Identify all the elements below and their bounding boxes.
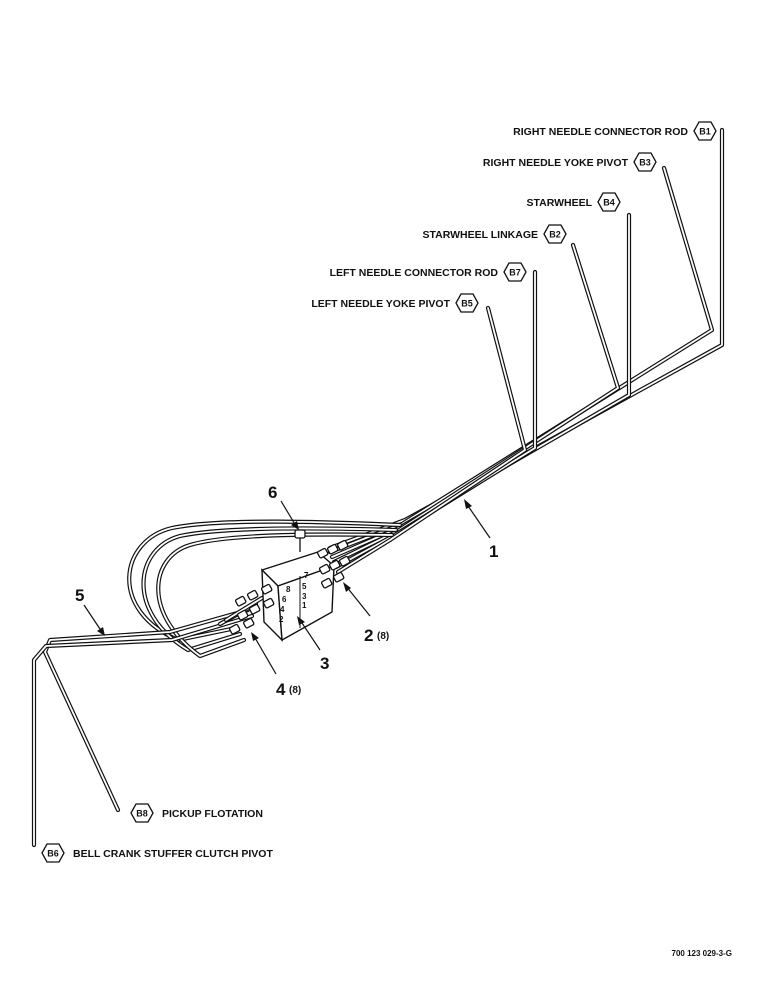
lube-point-b7: LEFT NEEDLE CONNECTOR ROD B7: [330, 262, 527, 282]
hex-badge: [693, 121, 717, 141]
lower-left-tubes: [31, 595, 265, 848]
lube-label-b5: LEFT NEEDLE YOKE PIVOT: [311, 298, 450, 310]
block-port-left-3: 2: [279, 615, 284, 624]
hex-badge: [543, 224, 567, 244]
lube-point-b1: RIGHT NEEDLE CONNECTOR ROD B1: [513, 121, 717, 141]
part-number: 700 123 029-3-G: [672, 949, 733, 958]
lube-code-b8: B8: [136, 809, 148, 819]
leader-lines: [83, 499, 491, 675]
block-port-left-2: 4: [280, 605, 285, 614]
lube-point-b6: B6 BELL CRANK STUFFER CLUTCH PIVOT: [41, 843, 273, 863]
lube-label-b8: PICKUP FLOTATION: [162, 808, 263, 820]
block-port-right-0: 7: [304, 571, 309, 580]
lube-point-b4: STARWHEEL B4: [526, 192, 621, 212]
callout-6: 6: [268, 483, 277, 502]
lube-code-b2: B2: [549, 230, 561, 240]
callout-5: 5: [75, 586, 84, 605]
hex-badge: [455, 293, 479, 313]
hex-badge: [597, 192, 621, 212]
lube-label-b2: STARWHEEL LINKAGE: [422, 229, 538, 241]
block-port-right-2: 3: [302, 592, 307, 601]
lube-label-b7: LEFT NEEDLE CONNECTOR ROD: [330, 267, 499, 279]
lube-label-b6: BELL CRANK STUFFER CLUTCH PIVOT: [73, 848, 273, 860]
fittings-right: [316, 539, 351, 589]
lube-code-b5: B5: [461, 299, 473, 309]
lube-code-b7: B7: [509, 268, 521, 278]
hex-badge: [503, 262, 527, 282]
hex-badge: [41, 843, 65, 863]
lube-code-b1: B1: [699, 127, 711, 137]
block-port-left-0: 8: [286, 585, 291, 594]
lube-code-b4: B4: [603, 198, 615, 208]
lube-point-b8: B8 PICKUP FLOTATION: [130, 803, 263, 823]
lube-label-b4: STARWHEEL: [526, 197, 592, 209]
grease-fitting-6: [294, 529, 306, 552]
lube-label-b3: RIGHT NEEDLE YOKE PIVOT: [483, 157, 629, 169]
block-port-left-1: 6: [282, 595, 287, 604]
block-port-right-3: 1: [302, 601, 307, 610]
lube-point-b3: RIGHT NEEDLE YOKE PIVOT B3: [483, 152, 657, 172]
tube-bundle: [327, 127, 725, 575]
lube-point-b5: LEFT NEEDLE YOKE PIVOT B5: [311, 293, 479, 313]
lube-code-b6: B6: [47, 849, 59, 859]
hex-badge: [130, 803, 154, 823]
callout-4-qty: (8): [289, 685, 301, 696]
distribution-block: 8 6 4 2 7 5 3 1: [260, 551, 336, 642]
fittings-left: [228, 583, 275, 635]
callout-1: 1: [489, 542, 498, 561]
callout-4: 4: [276, 680, 286, 699]
callout-3: 3: [320, 654, 329, 673]
callout-2: 2: [364, 626, 373, 645]
callout-2-qty: (8): [377, 631, 389, 642]
lube-point-b2: STARWHEEL LINKAGE B2: [422, 224, 567, 244]
block-port-right-1: 5: [302, 582, 307, 591]
lube-code-b3: B3: [639, 158, 651, 168]
loop-tubes: [127, 519, 403, 659]
hex-badge: [633, 152, 657, 172]
lube-label-b1: RIGHT NEEDLE CONNECTOR ROD: [513, 126, 688, 138]
